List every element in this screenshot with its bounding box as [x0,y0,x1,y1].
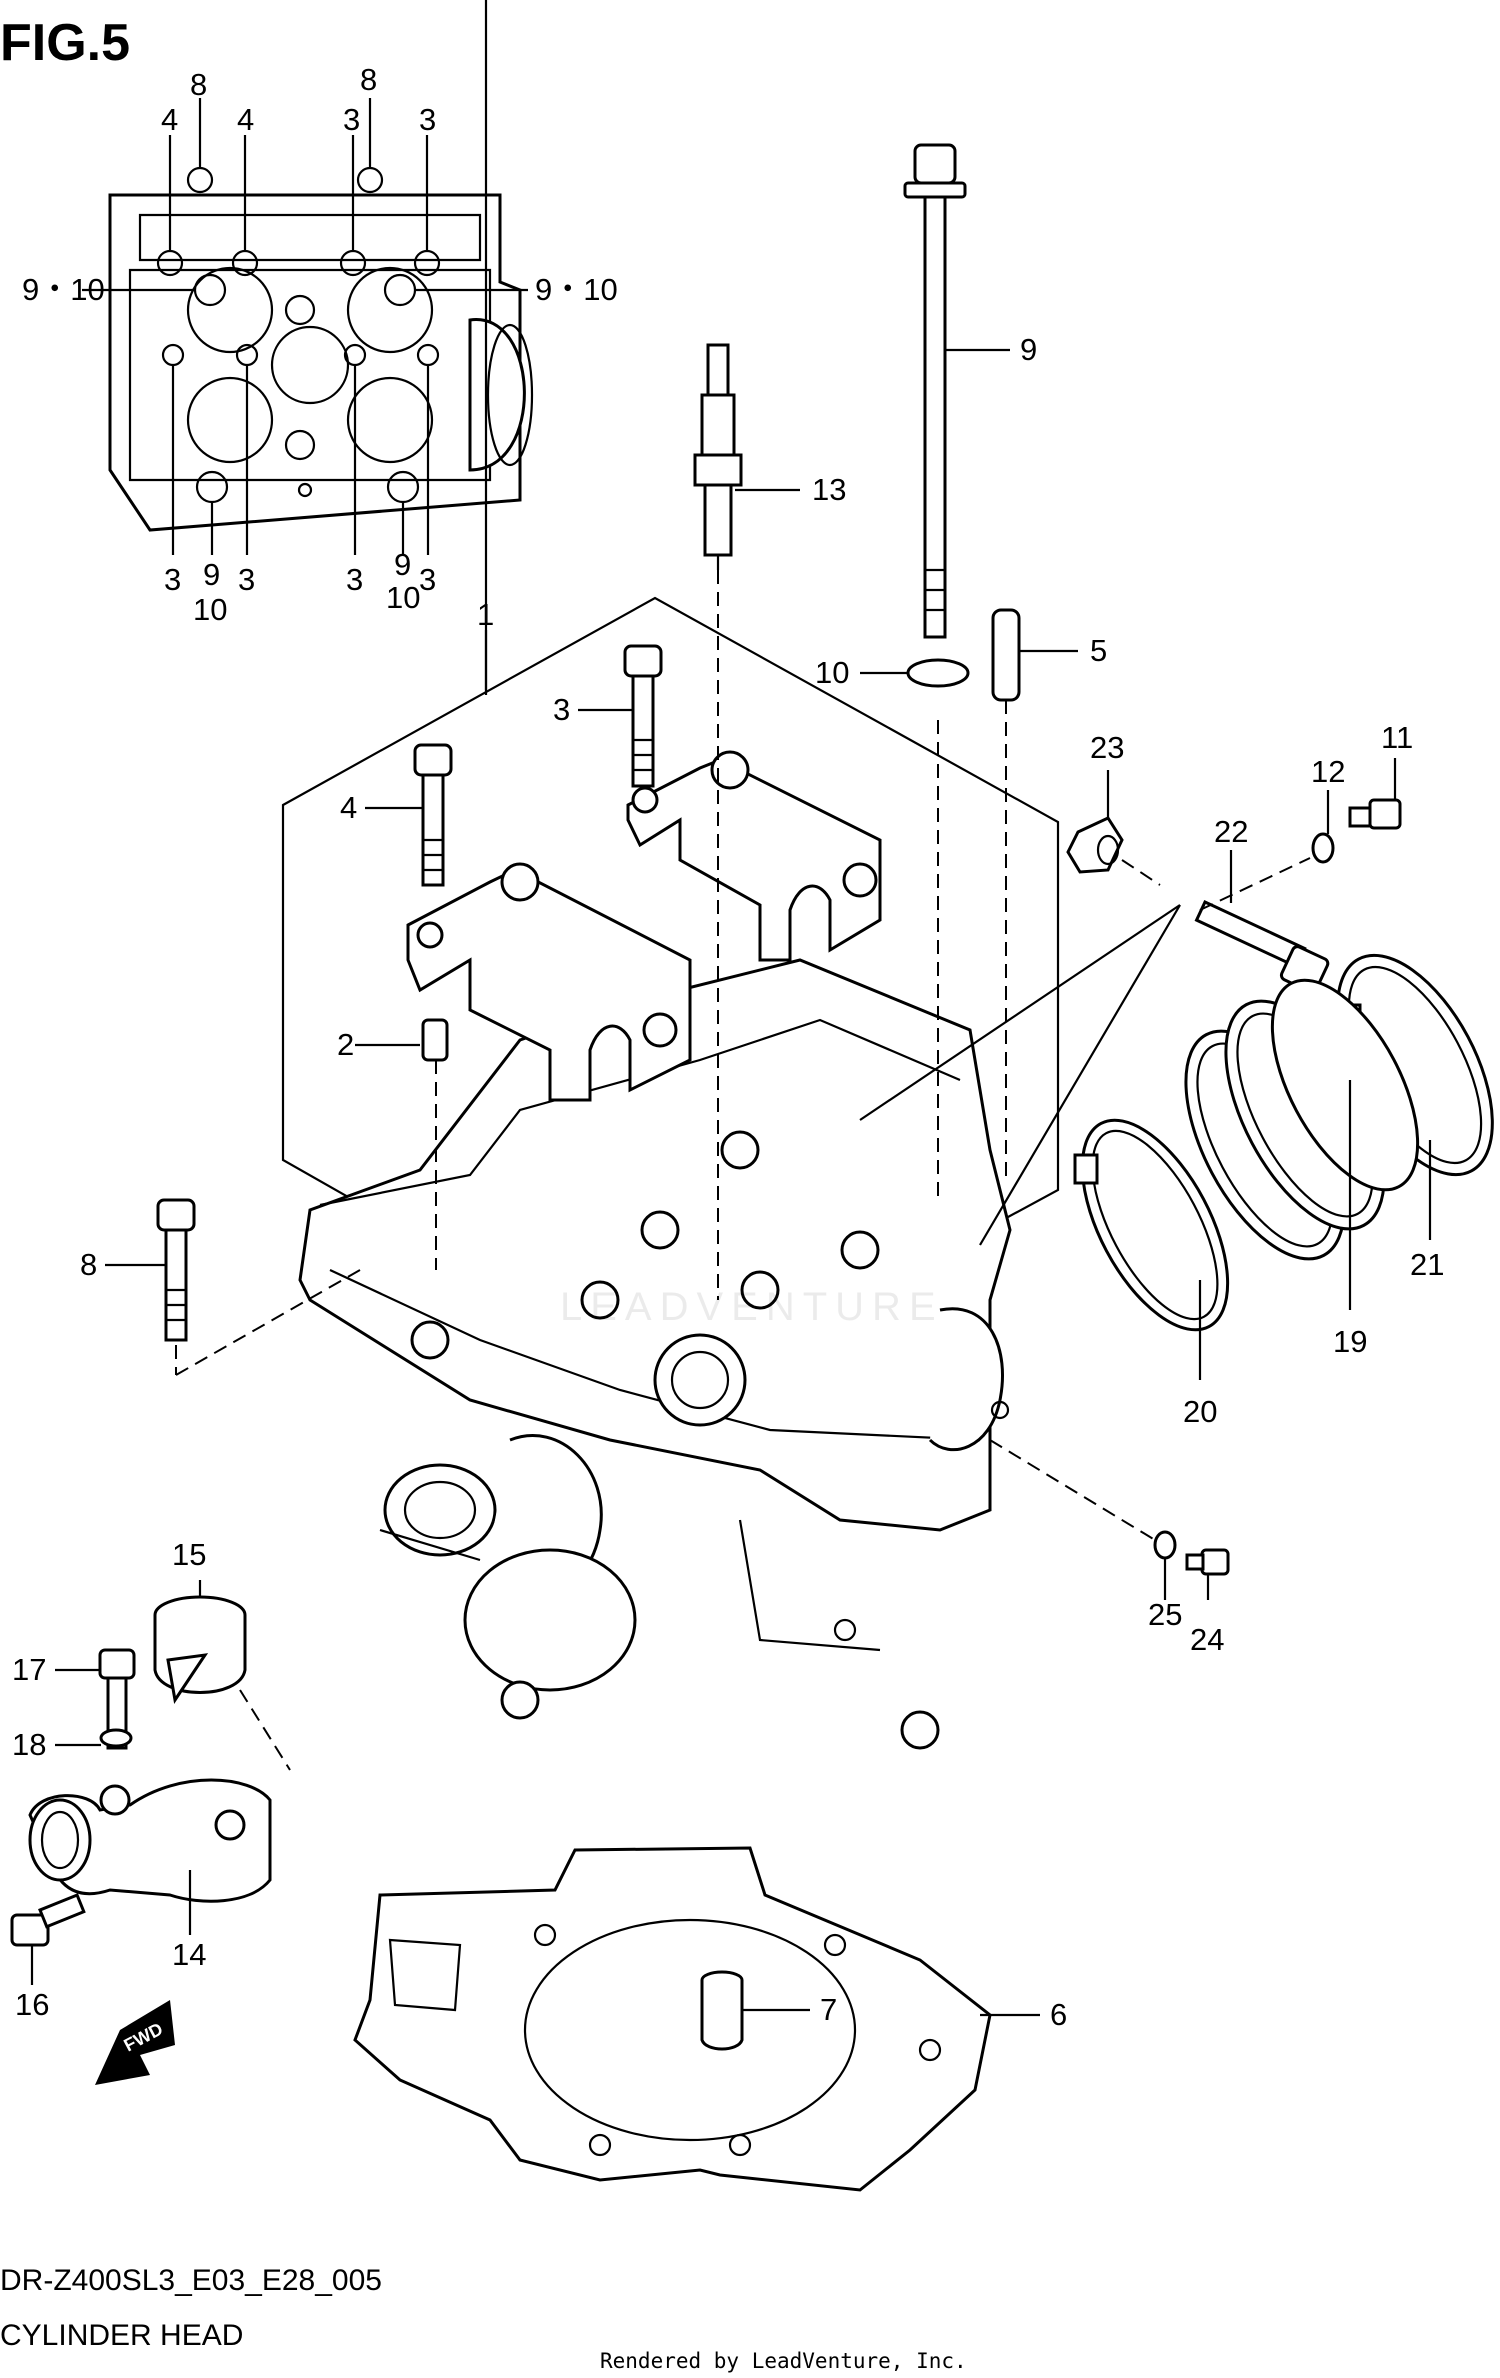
callout-11: 11 [1381,720,1413,755]
callout-3-bottom-d: 3 [419,562,436,597]
callout-10-bottom-a: 10 [193,592,227,627]
callout-9-bottom-b: 9 [394,547,411,582]
callout-6: 6 [1050,1997,1067,2032]
washer-12 [1311,832,1335,864]
callout-22: 22 [1214,814,1248,849]
callout-12: 12 [1311,754,1345,789]
callout-3: 3 [553,692,570,727]
thermostat-15 [153,1595,247,1704]
callout-7: 7 [820,1992,837,2027]
callout-labels: 1 2 3 4 5 6 7 8 9 10 11 12 13 14 15 16 1… [12,332,1444,2032]
callout-2: 2 [337,1027,354,1062]
cylinder-head [298,958,1012,1750]
washer-10 [906,658,970,688]
callout-10: 10 [815,655,849,690]
gasket-6 [353,1846,992,2192]
callout-3-bottom-c: 3 [346,562,363,597]
bolt-11 [1348,798,1402,830]
leader-lines [30,348,1432,2017]
callout-3-bottom-a: 3 [164,562,181,597]
callout-5: 5 [1090,633,1107,668]
callout-3-top-a: 3 [343,102,360,137]
callout-1: 1 [477,597,494,632]
callout-20: 20 [1183,1394,1217,1429]
callout-8: 8 [80,1247,97,1282]
cylinder-head-top-view: 8 8 4 4 3 3 9・10 9・10 3 9 3 10 3 9 3 10 [22,62,618,627]
camshaft-cap-right [626,750,882,962]
callout-9-bottom-a: 9 [203,557,220,592]
part-code: DR-Z400SL3_E03_E28_005 [0,2264,382,2297]
washer-18 [99,1728,133,1748]
callout-19: 19 [1333,1324,1367,1359]
callout-8-top-left: 8 [190,67,207,102]
bolt-24 [1185,1548,1230,1576]
callout-14: 14 [172,1937,206,1972]
watermark: LEADVENTURE [560,1285,944,1329]
render-credit: Rendered by LeadVenture, Inc. [600,2349,967,2373]
callout-21: 21 [1410,1247,1444,1282]
callout-8-top-right: 8 [360,62,377,97]
callout-23: 23 [1090,730,1124,765]
callout-17: 17 [12,1652,46,1687]
callout-9: 9 [1020,332,1037,367]
dowel-pin-2 [421,1018,449,1062]
callout-3-bottom-b: 3 [238,562,255,597]
washer-25 [1153,1530,1177,1560]
callout-15: 15 [172,1537,206,1572]
intake-pipe-19 [1184,978,1420,1261]
callout-4: 4 [340,790,357,825]
stud-bolt-9 [903,143,967,639]
callout-9-10-right: 9・10 [535,272,618,307]
cylinder-head-group-outline [281,596,1060,1392]
callout-13: 13 [812,472,846,507]
dowel-pin-7 [700,1970,744,2051]
camshaft-cap-left [406,862,692,1102]
fwd-arrow-icon: FWD [95,2000,175,2085]
callout-10-bottom-b: 10 [386,580,420,615]
thermostat-cover-14 [28,1778,272,1903]
callout-3-top-b: 3 [419,102,436,137]
bolt-16 [10,1893,86,1947]
figure-label: FIG.5 [0,14,130,72]
nut-23 [1066,816,1124,874]
bolt-4 [413,743,453,887]
part-title: CYLINDER HEAD [0,2319,243,2352]
callout-24: 24 [1190,1622,1224,1657]
callout-16: 16 [15,1987,49,2022]
clamp-20 [1073,1118,1230,1332]
callout-4-top-b: 4 [237,102,254,137]
assembly-guide-lines [175,570,1311,1771]
bolt-3 [623,644,663,788]
spark-plug-13 [693,343,743,570]
callout-25: 25 [1148,1597,1182,1632]
valve-guide-5 [991,608,1021,702]
bolt-8 [156,1198,196,1342]
callout-9-10-left: 9・10 [22,272,105,307]
callout-18: 18 [12,1727,46,1762]
callout-4-top-a: 4 [161,102,178,137]
